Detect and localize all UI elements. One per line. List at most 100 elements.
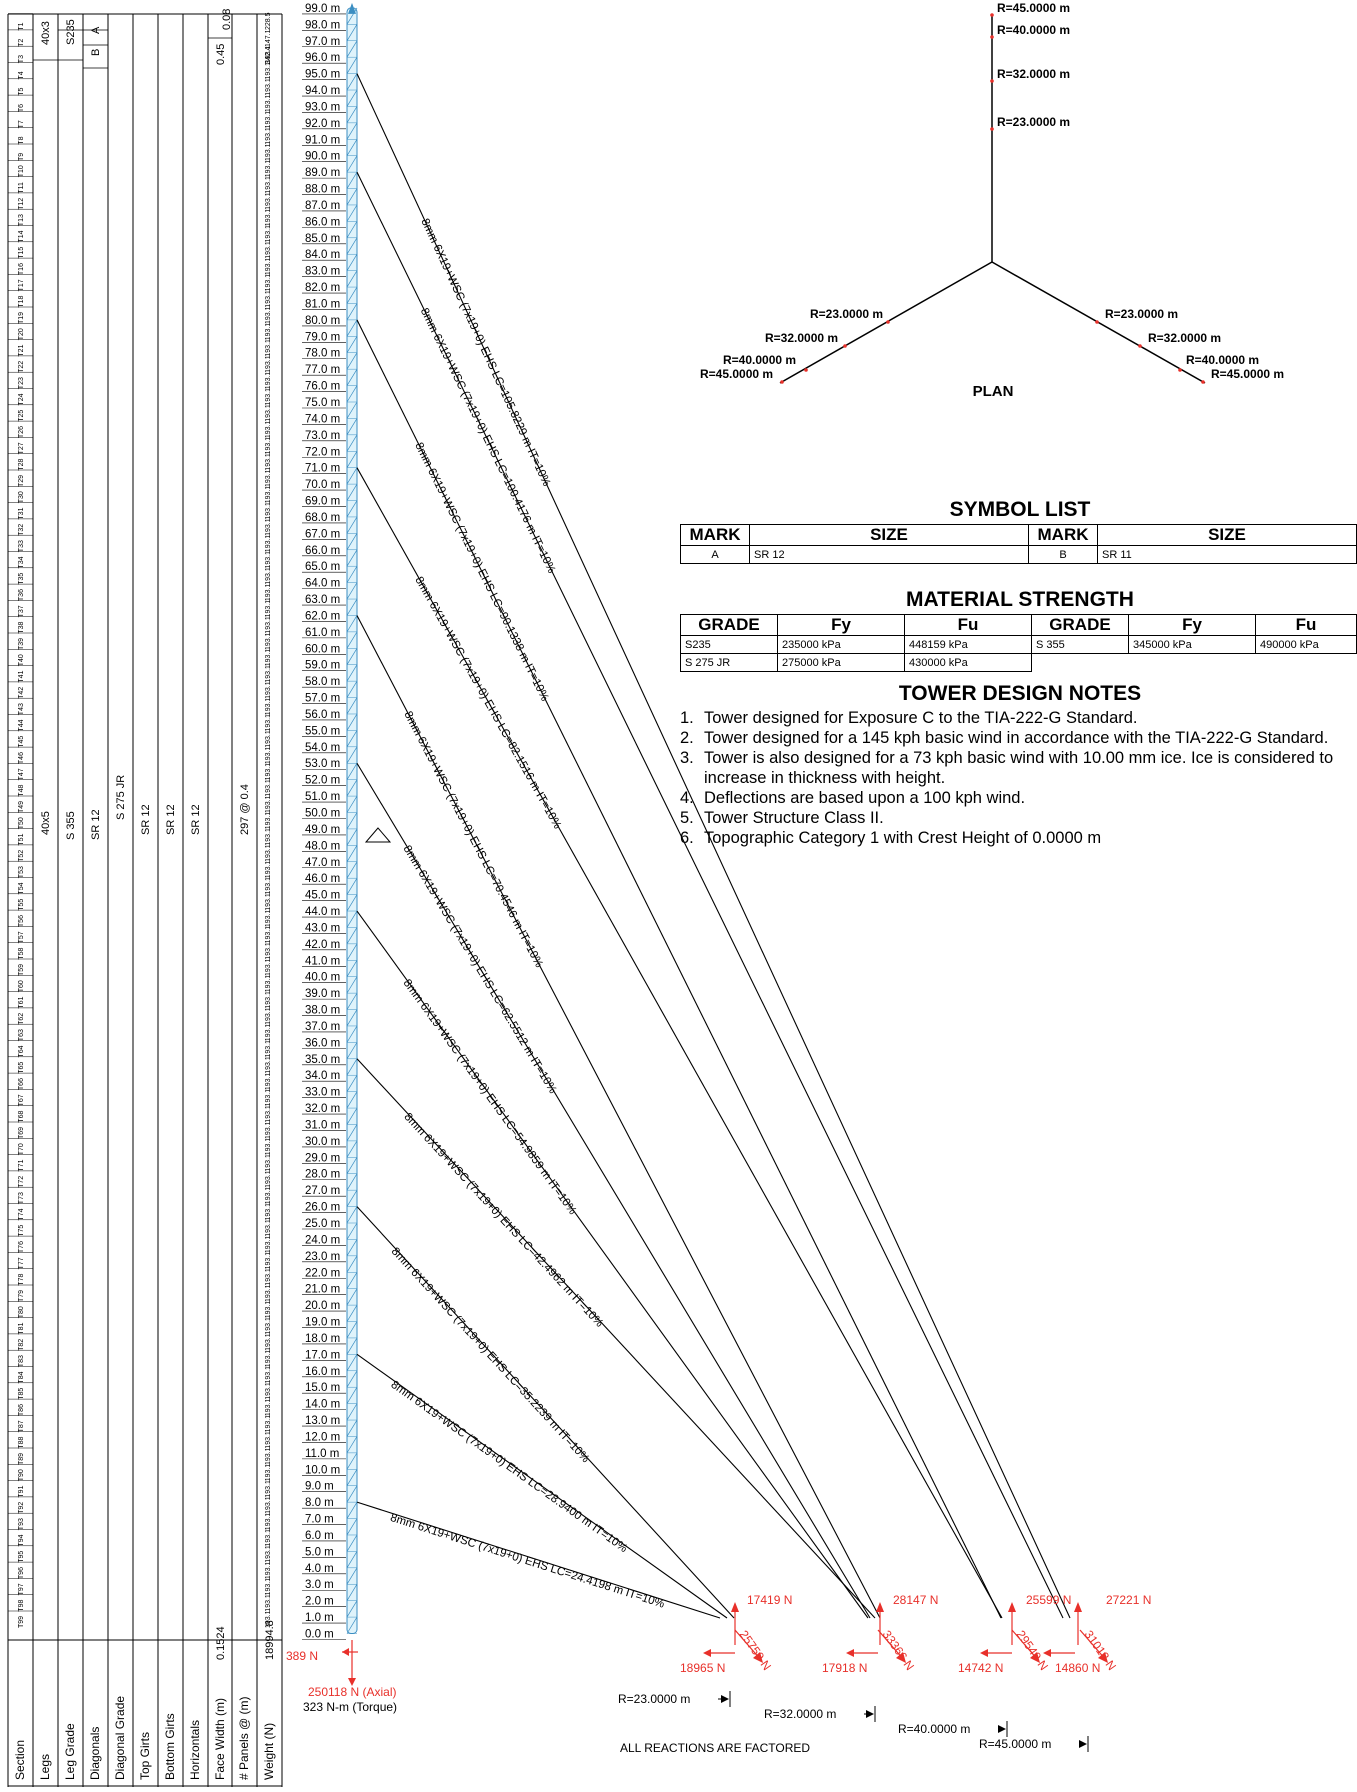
section-weight-value: 193.1 (265, 372, 272, 390)
guy-wire-label: 8mm 6X19+WSC (7x19+0) EHS LC=82.1516 m I… (412, 575, 563, 831)
mast-brace (346, 1107, 358, 1125)
mast-brace (346, 1025, 358, 1043)
section-label: T38 (18, 622, 25, 634)
elevation-label: 48.0 m (305, 840, 340, 852)
guy-wire (356, 615, 881, 1619)
plan-leg-southwest (779, 261, 993, 384)
section-weight-value: 193.1 (265, 714, 272, 732)
elevation-label: 97.0 m (305, 36, 340, 48)
section-label: T67 (18, 1094, 25, 1106)
mast-brace (346, 500, 358, 518)
section-weight-value: 193.1 (265, 1121, 272, 1139)
section-label: T33 (18, 540, 25, 552)
section-label: T78 (18, 1274, 25, 1286)
table-row-label: Diagonal Grade (113, 1696, 127, 1780)
section-weight-value: 193.1 (265, 1187, 272, 1205)
section-weight-value: 193.1 (265, 290, 272, 308)
section-label: T41 (18, 670, 25, 682)
mast-brace (346, 1058, 358, 1076)
symbol-header-size-1: SIZE (749, 524, 1029, 546)
section-label: T76 (18, 1241, 25, 1253)
elevation-label: 47.0 m (305, 857, 340, 869)
section-weight-value: 193.1 (265, 600, 272, 618)
section-label: T72 (18, 1176, 25, 1188)
elevation-label: 60.0 m (305, 643, 340, 655)
mast-brace (346, 89, 358, 107)
mast-brace (346, 812, 358, 830)
material-header: Fu (1255, 614, 1357, 636)
section-label: T20 (18, 328, 25, 340)
section-label: T43 (18, 703, 25, 715)
section-label: T18 (18, 296, 25, 308)
section-weight-value: 193.1 (265, 94, 272, 112)
horizontal-reaction-arrowhead (980, 1649, 988, 1657)
section-weight-value: 193.1 (265, 192, 272, 210)
plan-radius-label: R=23.0000 m (810, 307, 883, 321)
plan-anchor-dot (990, 127, 994, 131)
elevation-label: 18.0 m (305, 1333, 340, 1345)
guy-wire (356, 73, 1071, 1619)
section-weight-value: 193.1 (265, 1301, 272, 1319)
section-weight-value: 193.1 (265, 567, 272, 585)
mast-brace (346, 1222, 358, 1240)
section-label: T62 (18, 1013, 25, 1025)
section-weight-value: 193.1 (265, 535, 272, 553)
section-label: T96 (18, 1567, 25, 1579)
elevation-label: 21.0 m (305, 1284, 340, 1296)
section-weight-value: 193.1 (265, 62, 272, 80)
section-label: T34 (18, 556, 25, 568)
section-label: T42 (18, 687, 25, 699)
section-label: T31 (18, 507, 25, 519)
guy-wire (356, 910, 869, 1619)
section-label: T5 (18, 88, 25, 96)
elevation-label: 93.0 m (305, 101, 340, 113)
elevation-label: 54.0 m (305, 742, 340, 754)
mast-brace (346, 451, 358, 468)
elevation-label: 49.0 m (305, 824, 340, 836)
section-weight-value: 193.1 (265, 1447, 272, 1465)
elevation-label: 43.0 m (305, 922, 340, 934)
section-weight-value: 193.1 (265, 779, 272, 797)
legs-value: 40x5 (40, 811, 52, 835)
anchor-radius-label: R=40.0000 m (898, 1722, 970, 1736)
elevation-label: 17.0 m (305, 1349, 340, 1361)
elevation-label: 36.0 m (305, 1037, 340, 1049)
guy-wire (356, 319, 1002, 1619)
section-label: T64 (18, 1045, 25, 1057)
section-weight-value: 193.1 (265, 975, 272, 993)
vertical-reaction-label: 28147 N (893, 1593, 938, 1607)
mast-brace (346, 664, 358, 682)
material-cell: 235000 kPa (777, 635, 905, 654)
anchor-radius-arrowhead (998, 1725, 1006, 1733)
section-label: T98 (18, 1600, 25, 1612)
mast-brace (346, 254, 358, 271)
guy-reaction-label: 29540 N (1014, 1628, 1051, 1673)
section-label: T7 (18, 120, 25, 128)
plan-anchor-dot (1138, 344, 1142, 348)
section-weight-value: 193.1 (265, 828, 272, 846)
material-cell (1129, 654, 1256, 672)
section-label: T55 (18, 899, 25, 911)
section-weight-value: 193.1 (265, 323, 272, 341)
face-width-value: 0.1524 (215, 1626, 227, 1660)
elevation-label: 26.0 m (305, 1202, 340, 1214)
diagonals-value: SR 12 (90, 809, 102, 840)
elevation-label: 31.0 m (305, 1119, 340, 1131)
elevation-label: 83.0 m (305, 266, 340, 278)
section-weight-value: 193.1 (265, 1382, 272, 1400)
elevation-label: 85.0 m (305, 233, 340, 245)
section-weight-value: 193.1 (265, 274, 272, 292)
mast-brace (346, 861, 358, 879)
elevation-label: 2.0 m (305, 1596, 334, 1608)
section-label: T81 (18, 1322, 25, 1334)
elevation-label: 25.0 m (305, 1218, 340, 1230)
section-label: T15 (18, 247, 25, 259)
design-note: 5.Tower Structure Class II. (680, 809, 884, 827)
elevation-label: 7.0 m (305, 1514, 334, 1526)
mast-brace (346, 1600, 358, 1618)
section-label: T21 (18, 344, 25, 356)
section-label: T79 (18, 1290, 25, 1302)
panels-value: 297 @ 0.4 (239, 784, 251, 835)
mast-brace (346, 106, 358, 124)
